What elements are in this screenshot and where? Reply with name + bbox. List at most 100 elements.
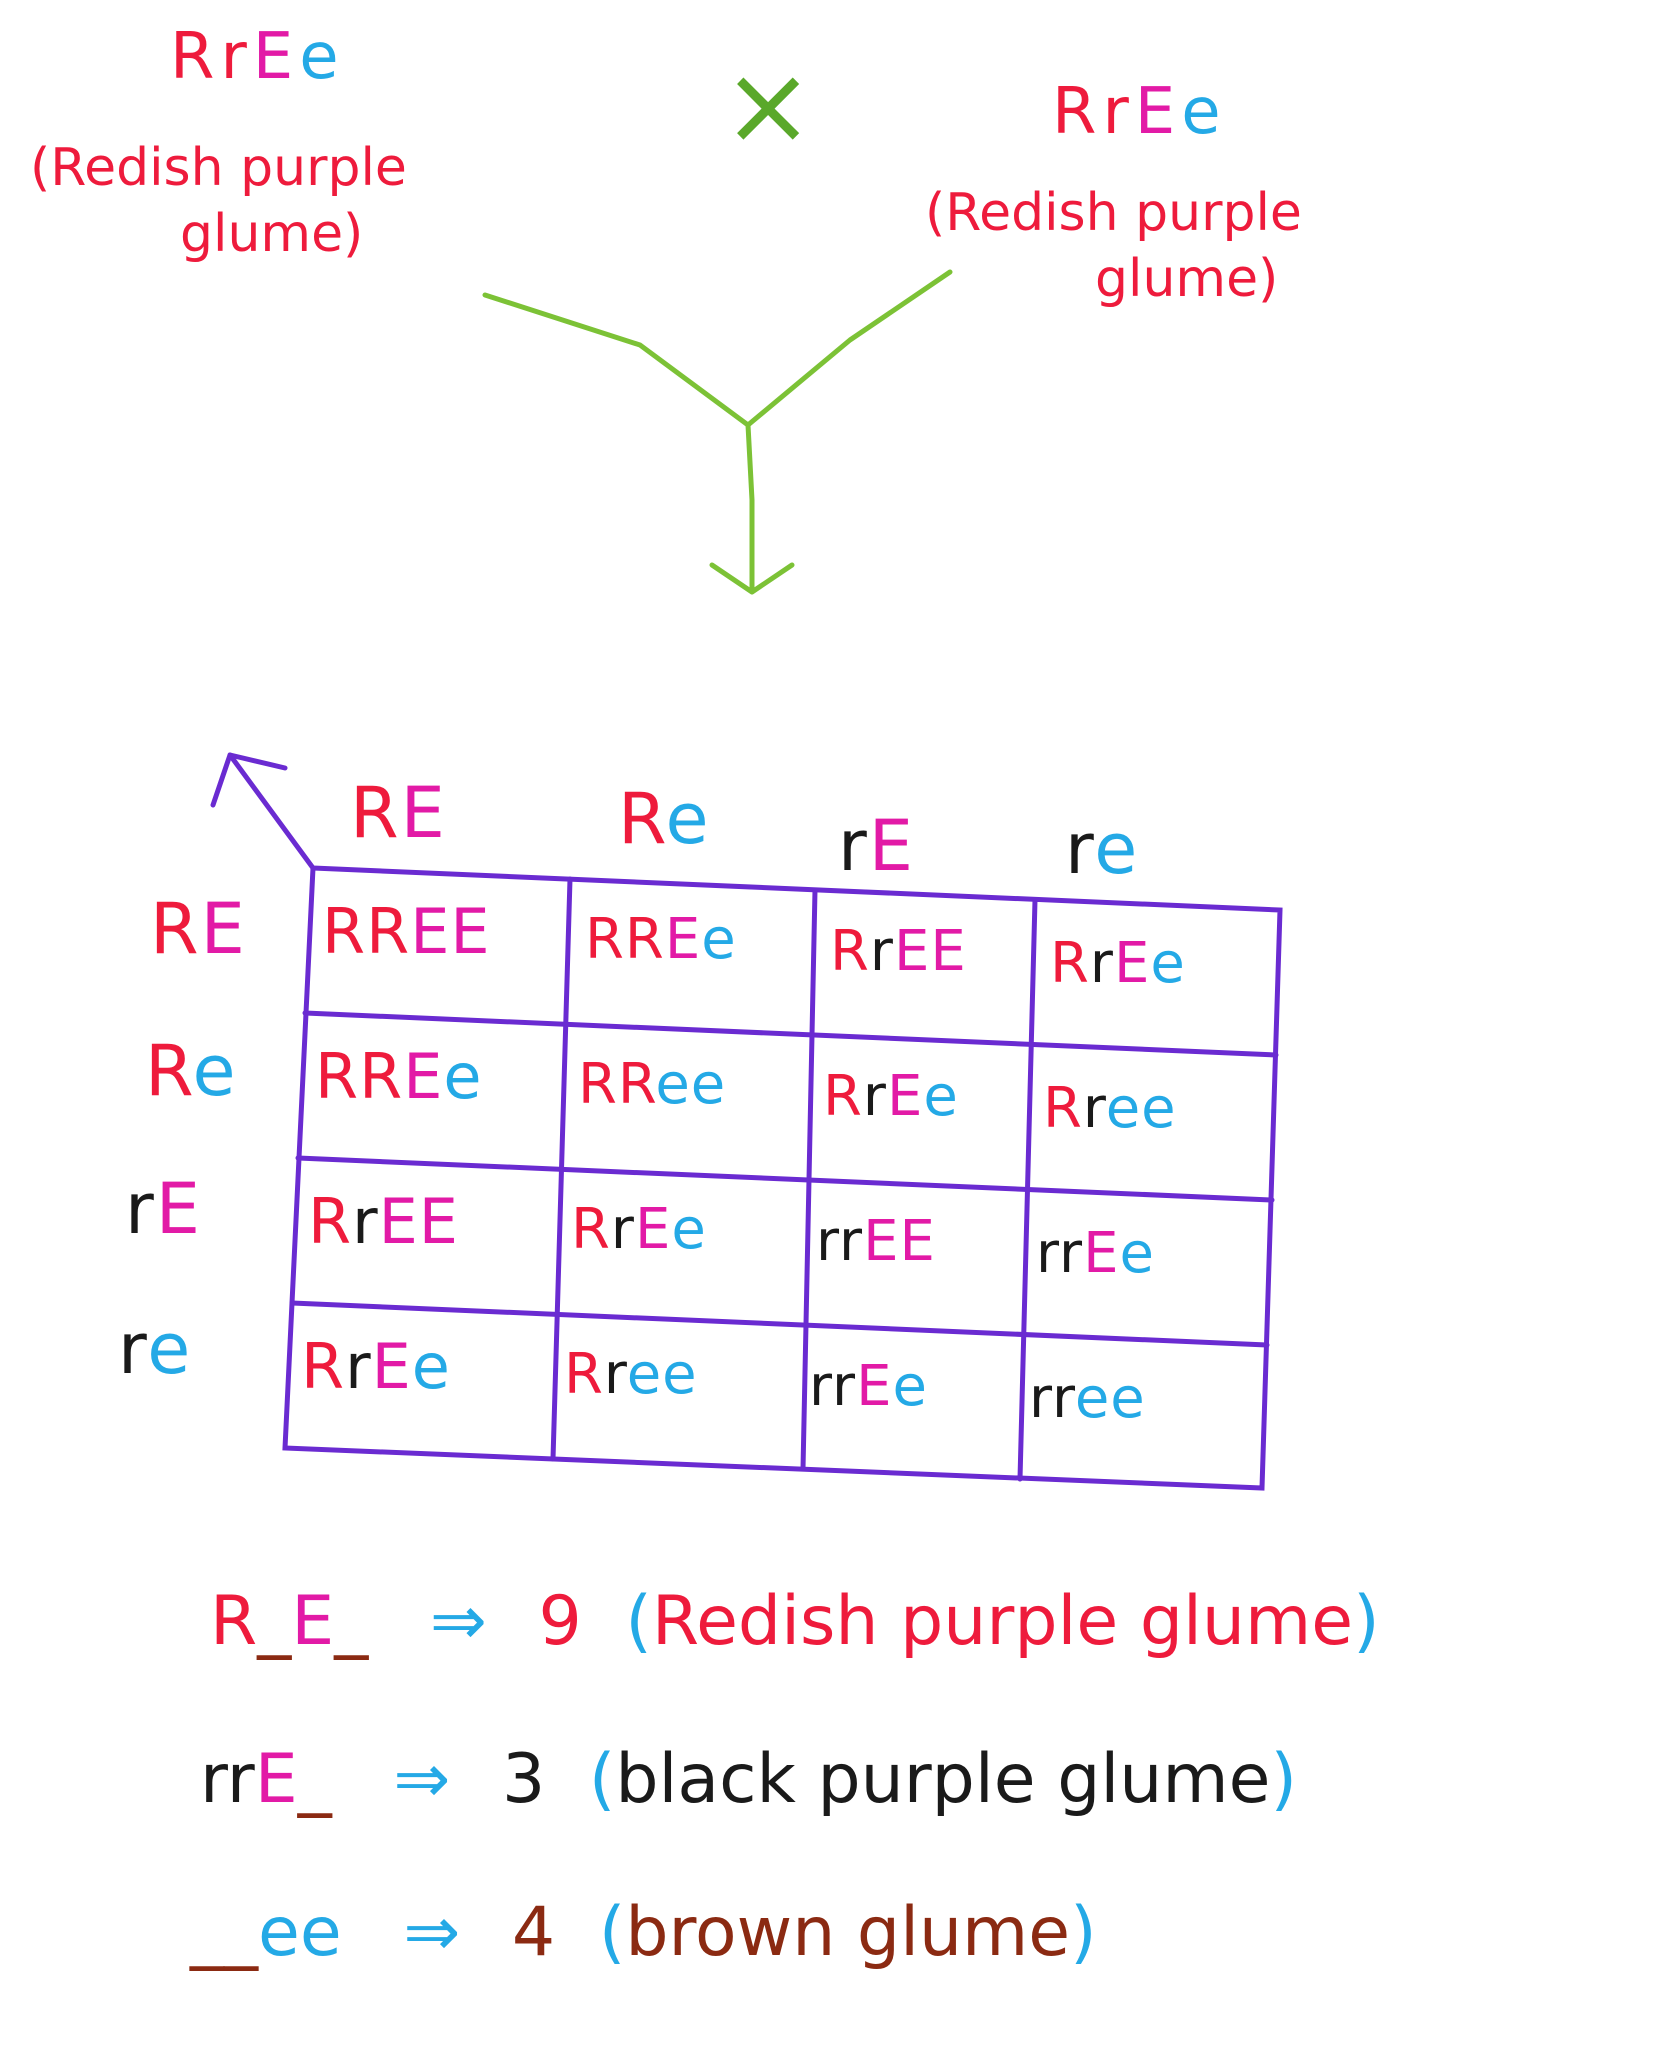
allele: R [170, 20, 221, 94]
allele: r [1102, 75, 1135, 149]
allele: E [378, 1185, 419, 1258]
allele: e [258, 1893, 300, 1972]
grid-col-line [550, 876, 573, 1462]
legend-close-paren: ) [1070, 1893, 1097, 1972]
allele: R [1043, 1076, 1083, 1141]
legend-count: 9 [538, 1582, 582, 1661]
allele: e [662, 1342, 698, 1407]
allele: r [118, 1308, 148, 1390]
allele: R [578, 1052, 618, 1117]
punnett-cell: RREe [585, 907, 737, 972]
parent2-phenotype-line2: glume) [1095, 249, 1279, 309]
allele: e [1119, 1221, 1155, 1286]
parent1-phenotype-line1: (Redish purple [30, 138, 407, 198]
legend-row-2: rrE_ ⇒ 3 (black purple glume) [200, 1740, 1297, 1819]
allele: E [403, 1040, 444, 1113]
allele: r [869, 919, 894, 984]
allele: r [603, 1342, 627, 1407]
grid-row-line [302, 1010, 1279, 1058]
legend-genotype: R_E_ [210, 1582, 368, 1661]
allele: E [410, 895, 451, 968]
punnett-cell: RrEE [308, 1185, 459, 1258]
punnett-cell: RRee [578, 1052, 726, 1117]
blank-allele: _ [257, 1582, 292, 1661]
grid-col-line [800, 887, 818, 1472]
grid-col-line [1017, 897, 1038, 1482]
allele: E [868, 805, 916, 887]
allele: R [585, 907, 625, 972]
punnett-cell: RrEE [830, 919, 967, 984]
grid-row-line [289, 1300, 1270, 1348]
blank-allele: _ [334, 1582, 369, 1661]
legend-count: 3 [501, 1740, 546, 1819]
allele: R [145, 1030, 193, 1112]
allele: r [832, 1354, 857, 1419]
allele: e [923, 1064, 959, 1129]
allele: r [352, 1185, 379, 1258]
legend-description: brown glume [625, 1893, 1071, 1972]
allele: R [830, 919, 870, 984]
allele: R [823, 1064, 863, 1129]
allele: R [617, 1052, 656, 1117]
allele: e [671, 1197, 707, 1262]
allele: r [838, 805, 869, 887]
allele: E [371, 1330, 412, 1403]
allele: e [299, 1893, 342, 1972]
allele: R [564, 1342, 604, 1407]
cross-arrow [482, 269, 953, 595]
legend-count: 4 [511, 1893, 556, 1972]
allele: R [350, 772, 401, 854]
implies-arrow-icon: ⇒ [393, 1740, 451, 1819]
allele: e [411, 1330, 451, 1403]
punnett-cell: rree [1029, 1366, 1146, 1431]
allele: r [839, 1209, 864, 1274]
allele: E [863, 1209, 900, 1274]
blank-allele: _ [224, 1893, 258, 1972]
allele: R [315, 1040, 360, 1113]
punnett-cell: RrEe [571, 1197, 707, 1262]
legend-open-paren: ( [598, 1893, 626, 1972]
allele: e [1105, 1076, 1142, 1141]
col-header-gamete: Re [618, 778, 711, 860]
allele: e [892, 1354, 928, 1419]
allele: r [226, 1740, 255, 1819]
cross-line-right [745, 269, 953, 428]
allele: e [690, 1052, 727, 1117]
allele: R [150, 888, 201, 970]
allele: e [1150, 931, 1186, 996]
allele: r [1052, 1366, 1075, 1431]
row-header-gamete: rE [125, 1168, 202, 1250]
punnett-cell: rrEe [1036, 1221, 1155, 1286]
allele: r [125, 1168, 156, 1250]
allele: r [1029, 1366, 1053, 1431]
grid-corner-arrow [210, 752, 316, 871]
legend-genotype: rrE_ [200, 1740, 332, 1819]
allele: R [618, 778, 666, 860]
allele: r [809, 1354, 833, 1419]
corner-arrow-shaft [227, 752, 316, 871]
col-header-gamete: rE [838, 805, 915, 887]
allele: e [1074, 1366, 1111, 1431]
punnett-cell: Rree [1043, 1076, 1177, 1141]
allele: E [418, 1185, 459, 1258]
parent2-phenotype: (Redish purple glume) [925, 180, 1465, 312]
cross-line-left [482, 292, 751, 428]
allele: e [192, 1030, 238, 1112]
allele: e [1141, 1076, 1177, 1141]
allele: r [345, 1330, 372, 1403]
cross-symbol: × [722, 41, 815, 169]
allele: e [1110, 1366, 1146, 1431]
allele: E [930, 919, 967, 984]
allele: E [1134, 75, 1182, 149]
allele: r [610, 1197, 635, 1262]
allele: E [1113, 931, 1151, 996]
legend-description: Redish purple glume [651, 1582, 1354, 1661]
row-header-gamete: re [118, 1308, 192, 1390]
cross-arrowhead [709, 562, 795, 595]
blank-allele: _ [297, 1740, 332, 1819]
punnett-cell: RrEe [301, 1330, 451, 1403]
allele: R [210, 1582, 258, 1661]
allele: R [1050, 931, 1090, 996]
allele: E [254, 1740, 298, 1819]
